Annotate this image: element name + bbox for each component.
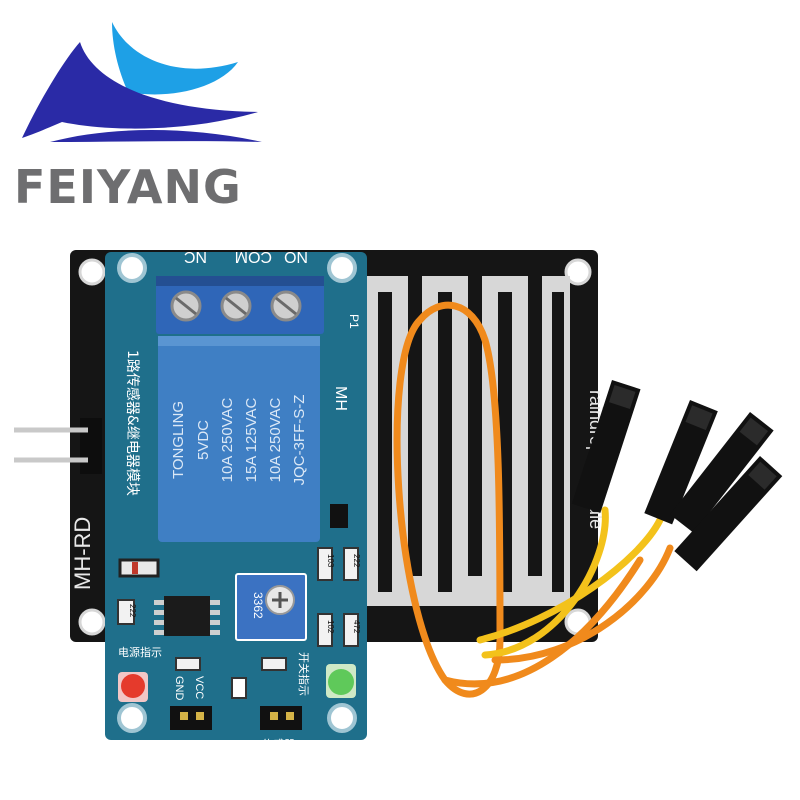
transistor (330, 504, 348, 528)
relay-rating-1-text: 10A 250VAC (219, 397, 236, 482)
resistor-code: 222 (128, 604, 137, 618)
board-label-p1: P1 (347, 314, 361, 329)
board-label-mh: MH (332, 386, 349, 411)
dupont-connector (669, 412, 774, 533)
mount-hole (78, 258, 106, 286)
mount-hole (327, 253, 357, 283)
sensor-label: 传感器 (262, 738, 295, 751)
smd-components: 103 222 102 472 222 (117, 547, 361, 647)
dupont-connector (644, 400, 718, 525)
yellow-wire-2 (476, 516, 664, 644)
screw-terminal-block (156, 276, 324, 334)
diode (118, 558, 160, 578)
resistor-code: 472 (352, 620, 361, 634)
vcc-pin-label: VCC (193, 676, 205, 699)
mh-rd-label: MH-RD (70, 517, 95, 590)
resistor-code: 103 (326, 554, 335, 568)
comparator-chip (154, 596, 220, 636)
power-led (118, 672, 148, 702)
sensor-pin-header (260, 706, 302, 730)
dupont-connectors (571, 380, 783, 572)
feiyang-logo (22, 22, 262, 142)
signal-led (326, 664, 356, 698)
dupont-connector (674, 455, 783, 572)
jumper-wires (393, 301, 674, 698)
mount-hole (117, 253, 147, 283)
mount-hole (564, 258, 592, 286)
relay-component: TONGLING 5VDC 10A 250VAC 15A 125VAC 10A … (158, 336, 320, 542)
logo-dark-blue-tail (50, 130, 262, 142)
orange-wire-1 (441, 556, 644, 688)
potentiometer-code: 3362 (251, 592, 265, 619)
terminal-label-nc: NC (184, 248, 207, 265)
board-side-label: 1路传感器&继电器模块 (124, 350, 141, 496)
rain-sensor-header-pins (14, 418, 102, 474)
sensor-traces (362, 276, 570, 606)
brand-name: FEIYANG (14, 160, 242, 214)
relay-model-text: JQC-3FF-S-Z (291, 395, 308, 486)
potentiometer: 3362 (235, 573, 307, 641)
resistor-code: 102 (326, 620, 335, 634)
gnd-pin-label: GND (173, 676, 185, 701)
orange-wire-2 (491, 544, 674, 664)
logo-dark-blue-wave (22, 42, 258, 138)
relay-rating-3-text: 10A 250VAC (267, 397, 284, 482)
logo-light-blue-wave (112, 22, 238, 95)
terminal-label-no: NO (284, 248, 308, 265)
relay-voltage-text: 5VDC (195, 420, 212, 460)
relay-brand-text: TONGLING (170, 401, 187, 479)
terminal-label-com: COM (235, 248, 272, 265)
power-pin-header (170, 706, 212, 730)
mount-hole (327, 703, 357, 733)
power-led-label: 电源指示 (118, 645, 162, 659)
orange-wire-loop (393, 301, 504, 698)
dupont-connector (571, 380, 641, 513)
mount-hole (117, 703, 147, 733)
resistor-code: 222 (352, 554, 361, 568)
relay-rating-2-text: 15A 125VAC (243, 397, 260, 482)
signal-label: 开关指示 (297, 652, 311, 696)
relay-module-board: NC COM NO TONGLING 5VDC 10A 250VAC 15A 1… (105, 248, 367, 751)
mount-hole (78, 608, 106, 636)
